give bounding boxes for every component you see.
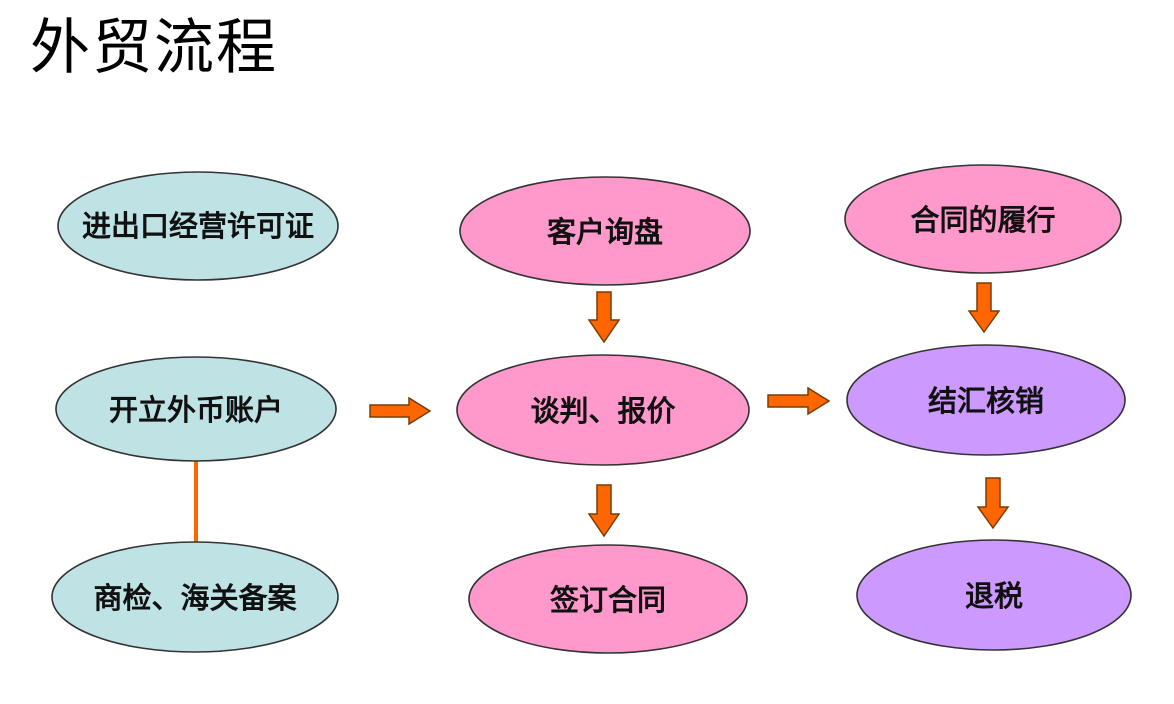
node-forex-verification: 结汇核销	[846, 344, 1126, 456]
node-shape	[856, 539, 1132, 651]
node-sign-contract: 签订合同	[468, 544, 748, 654]
node-negotiation-quotation: 谈判、报价	[456, 354, 750, 466]
node-label: 开立外币账户	[109, 393, 283, 427]
node-import-export-license: 进出口经营许可证	[57, 171, 339, 281]
node-tax-refund: 退税	[856, 539, 1132, 651]
node-foreign-currency-account: 开立外币账户	[55, 356, 337, 462]
arrow-down-icon	[976, 477, 1010, 530]
arrow-right-icon	[369, 396, 432, 426]
node-shape	[844, 164, 1122, 274]
node-label: 合同的履行	[910, 203, 1055, 237]
node-label: 商检、海关备案	[93, 581, 297, 615]
node-shape	[468, 544, 748, 654]
node-shape	[57, 171, 339, 281]
node-label: 进出口经营许可证	[82, 209, 314, 243]
node-shape	[459, 176, 751, 286]
node-customer-inquiry: 客户询盘	[459, 176, 751, 286]
node-shape	[456, 354, 750, 466]
arrow-right-icon	[767, 386, 831, 416]
node-label: 签订合同	[550, 583, 666, 617]
node-label: 退税	[965, 579, 1023, 613]
page-title: 外贸流程	[30, 13, 278, 83]
node-inspection-customs-filing: 商检、海关备案	[51, 541, 339, 653]
node-shape	[846, 344, 1126, 456]
node-label: 客户询盘	[547, 215, 663, 249]
node-label: 谈判、报价	[530, 394, 676, 428]
node-shape	[51, 541, 339, 653]
arrow-down-icon	[967, 282, 1001, 334]
node-shape	[55, 356, 337, 462]
node-contract-performance: 合同的履行	[844, 164, 1122, 274]
arrow-down-icon	[587, 291, 621, 344]
arrow-down-icon	[587, 484, 621, 538]
node-label: 结汇核销	[928, 384, 1044, 418]
